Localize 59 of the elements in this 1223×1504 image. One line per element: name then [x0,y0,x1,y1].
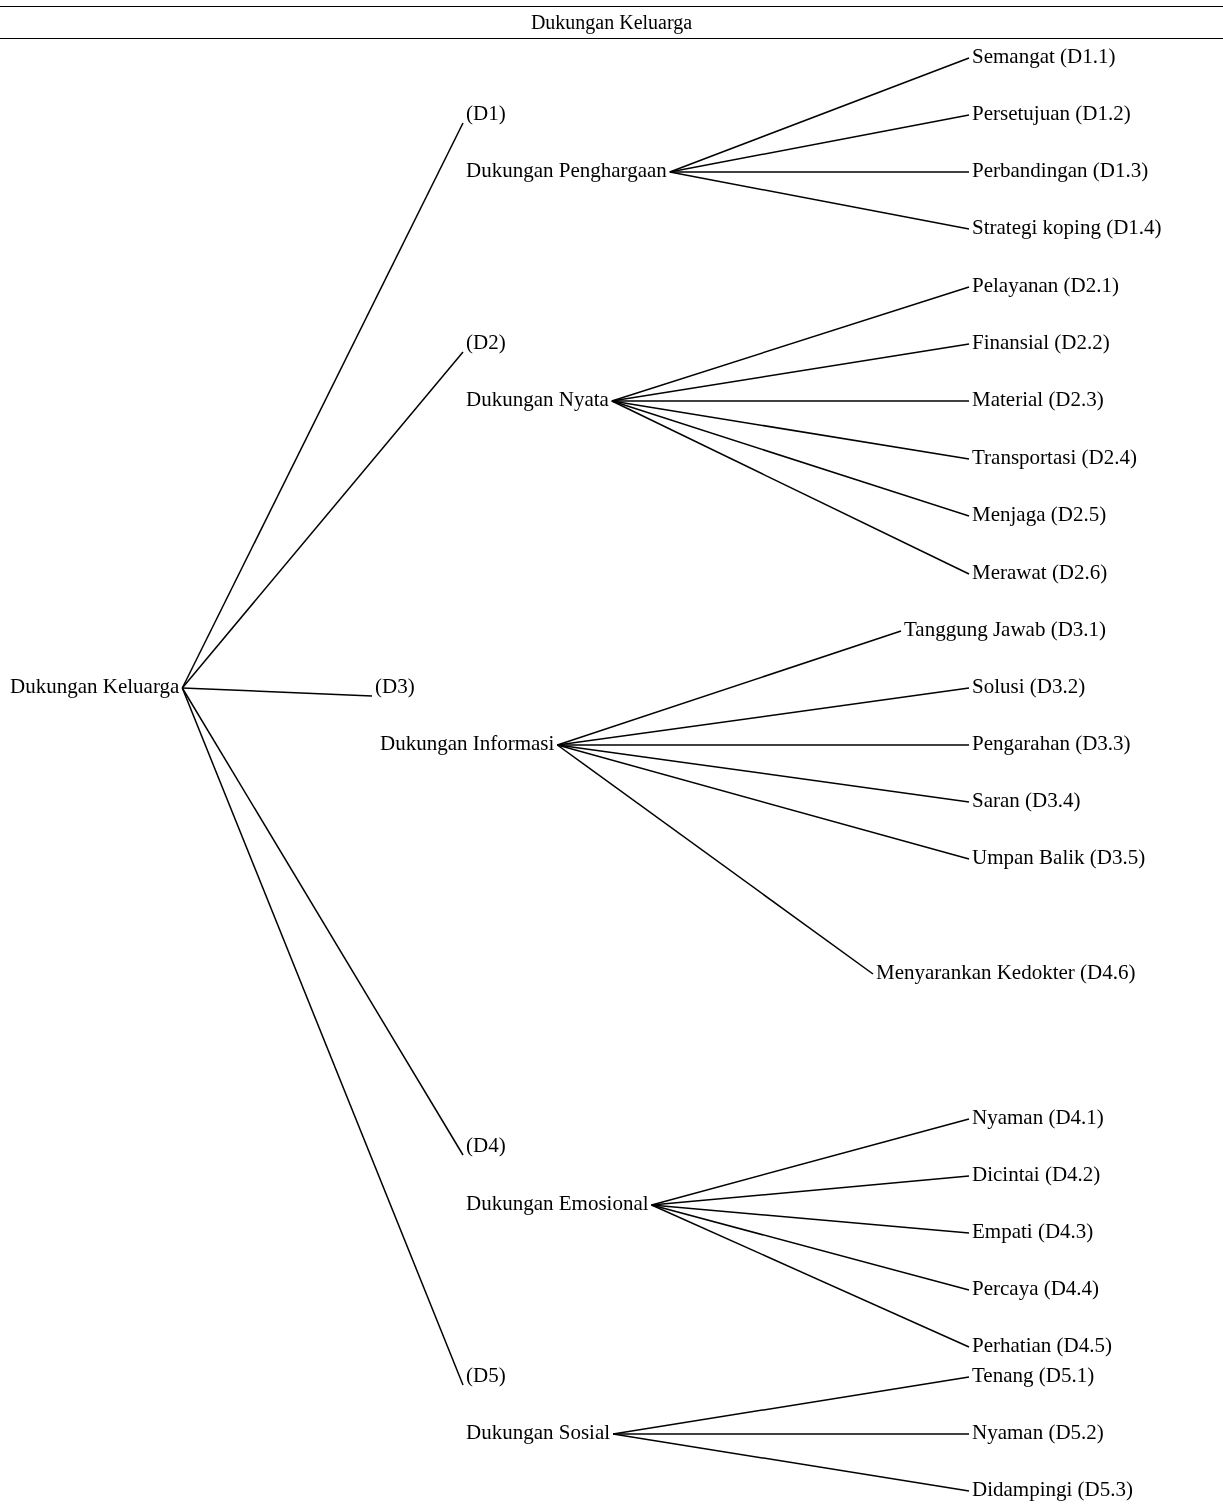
category-label: Dukungan Penghargaan [466,158,667,182]
branch-line [650,1118,970,1206]
branch-line [650,1204,970,1234]
code-label: (D2) [466,330,506,354]
branch-line [556,744,970,803]
item-label: Nyaman (D4.1) [972,1105,1104,1129]
root-label: Dukungan Keluarga [10,674,180,698]
branch-line [669,171,970,173]
item-label: Dicintai (D4.2) [972,1162,1101,1186]
branch-line [611,286,970,402]
item-label: Empati (D4.3) [972,1219,1094,1243]
item-label: Percaya (D4.4) [972,1276,1100,1300]
item-label: Nyaman (D5.2) [972,1420,1104,1444]
item-label: Menyarankan Kedokter (D4.6) [876,960,1136,984]
item-label: Merawat (D2.6) [972,560,1108,584]
branch-line [181,687,373,697]
branch-line [181,351,464,689]
item-label: Saran (D3.4) [972,788,1081,812]
item-label: Perbandingan (D1.3) [972,158,1149,182]
branch-line [556,630,902,746]
category-label: Dukungan Emosional [466,1191,649,1215]
branch-line [556,744,970,746]
item-label: Material (D2.3) [972,387,1104,411]
branch-line [611,400,970,402]
item-label: Finansial (D2.2) [972,330,1110,354]
item-label: Didampingi (D5.3) [972,1477,1133,1501]
branch-line [611,400,970,575]
item-label: Pengarahan (D3.3) [972,731,1131,755]
code-label: (D3) [375,674,415,698]
branch-line [556,744,970,860]
branch-line [181,687,464,1386]
code-label: (D4) [466,1133,506,1157]
item-label: Perhatian (D4.5) [972,1333,1112,1357]
item-label: Tenang (D5.1) [972,1363,1095,1387]
item-label: Transportasi (D2.4) [972,445,1137,469]
item-label: Strategi koping (D1.4) [972,215,1162,239]
category-label: Dukungan Nyata [466,387,609,411]
branch-line [669,57,970,173]
code-label: (D1) [466,101,506,125]
item-label: Solusi (D3.2) [972,674,1086,698]
branch-line [181,122,464,689]
item-label: Persetujuan (D1.2) [972,101,1131,125]
item-label: Menjaga (D2.5) [972,502,1107,526]
branch-line [612,1433,970,1435]
code-label: (D5) [466,1363,506,1387]
branch-line [612,1433,970,1492]
item-label: Umpan Balik (D3.5) [972,845,1146,869]
branch-line [556,744,874,975]
branch-line [611,400,970,460]
branch-line [650,1204,970,1291]
item-label: Semangat (D1.1) [972,44,1116,68]
branch-line [181,687,464,1156]
category-label: Dukungan Sosial [466,1420,611,1444]
item-label: Pelayanan (D2.1) [972,273,1119,297]
diagram-title: Dukungan Keluarga [530,11,693,34]
item-label: Tanggung Jawab (D3.1) [904,617,1107,641]
category-label: Dukungan Informasi [380,731,555,755]
branch-line [650,1204,970,1348]
branch-line [669,171,970,230]
